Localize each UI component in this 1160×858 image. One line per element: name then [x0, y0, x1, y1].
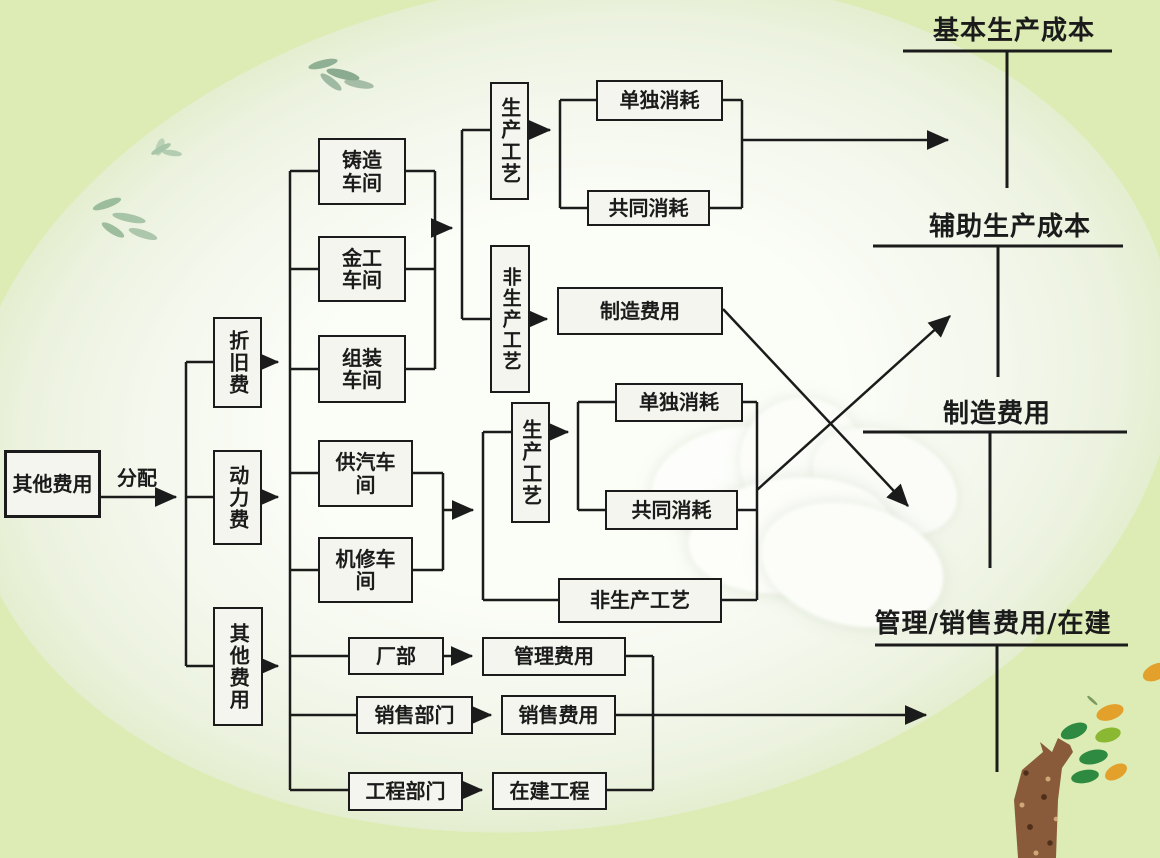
box-manufacturing-overhead: 制造费用	[557, 287, 723, 335]
allocate-label: 分配	[117, 466, 157, 490]
box-other-fee: 其他费用	[213, 607, 263, 726]
box-metalwork-workshop: 金工车间	[318, 236, 406, 302]
box-casting-workshop: 铸造车间	[318, 138, 406, 205]
box-non-production-process-2: 非生产工艺	[558, 578, 722, 623]
box-depreciation-fee: 折旧费	[213, 317, 262, 408]
box-admin-expense: 管理费用	[482, 637, 626, 676]
box-common-consumption-1: 共同消耗	[587, 190, 710, 226]
box-construction-in-progress: 在建工程	[492, 772, 607, 810]
box-engineering-department: 工程部门	[348, 772, 463, 811]
account-admin-sales-construction: 管理/销售费用/在建	[874, 609, 1112, 639]
box-factory-hq: 厂部	[348, 637, 444, 675]
box-common-consumption-2: 共同消耗	[605, 490, 738, 530]
box-assembly-workshop: 组装车间	[318, 335, 406, 403]
box-steam-workshop: 供汽车间	[318, 440, 413, 507]
account-manufacturing-overhead: 制造费用	[942, 399, 1051, 429]
box-repair-workshop: 机修车间	[318, 537, 413, 603]
account-auxiliary-production-cost: 辅助生产成本	[928, 212, 1091, 242]
box-sales-department: 销售部门	[356, 696, 473, 734]
box-production-process-1: 生产工艺	[490, 82, 529, 200]
box-power-fee: 动力费	[213, 450, 262, 545]
box-production-process-2: 生产工艺	[511, 402, 550, 523]
box-non-production-process-1: 非生产工艺	[490, 245, 530, 393]
box-individual-consumption-2: 单独消耗	[615, 383, 743, 422]
box-other-expenses-source: 其他费用	[4, 450, 101, 518]
box-individual-consumption-1: 单独消耗	[596, 80, 723, 121]
account-basic-production-cost: 基本生产成本	[932, 16, 1095, 46]
box-sales-expense: 销售费用	[501, 695, 616, 735]
